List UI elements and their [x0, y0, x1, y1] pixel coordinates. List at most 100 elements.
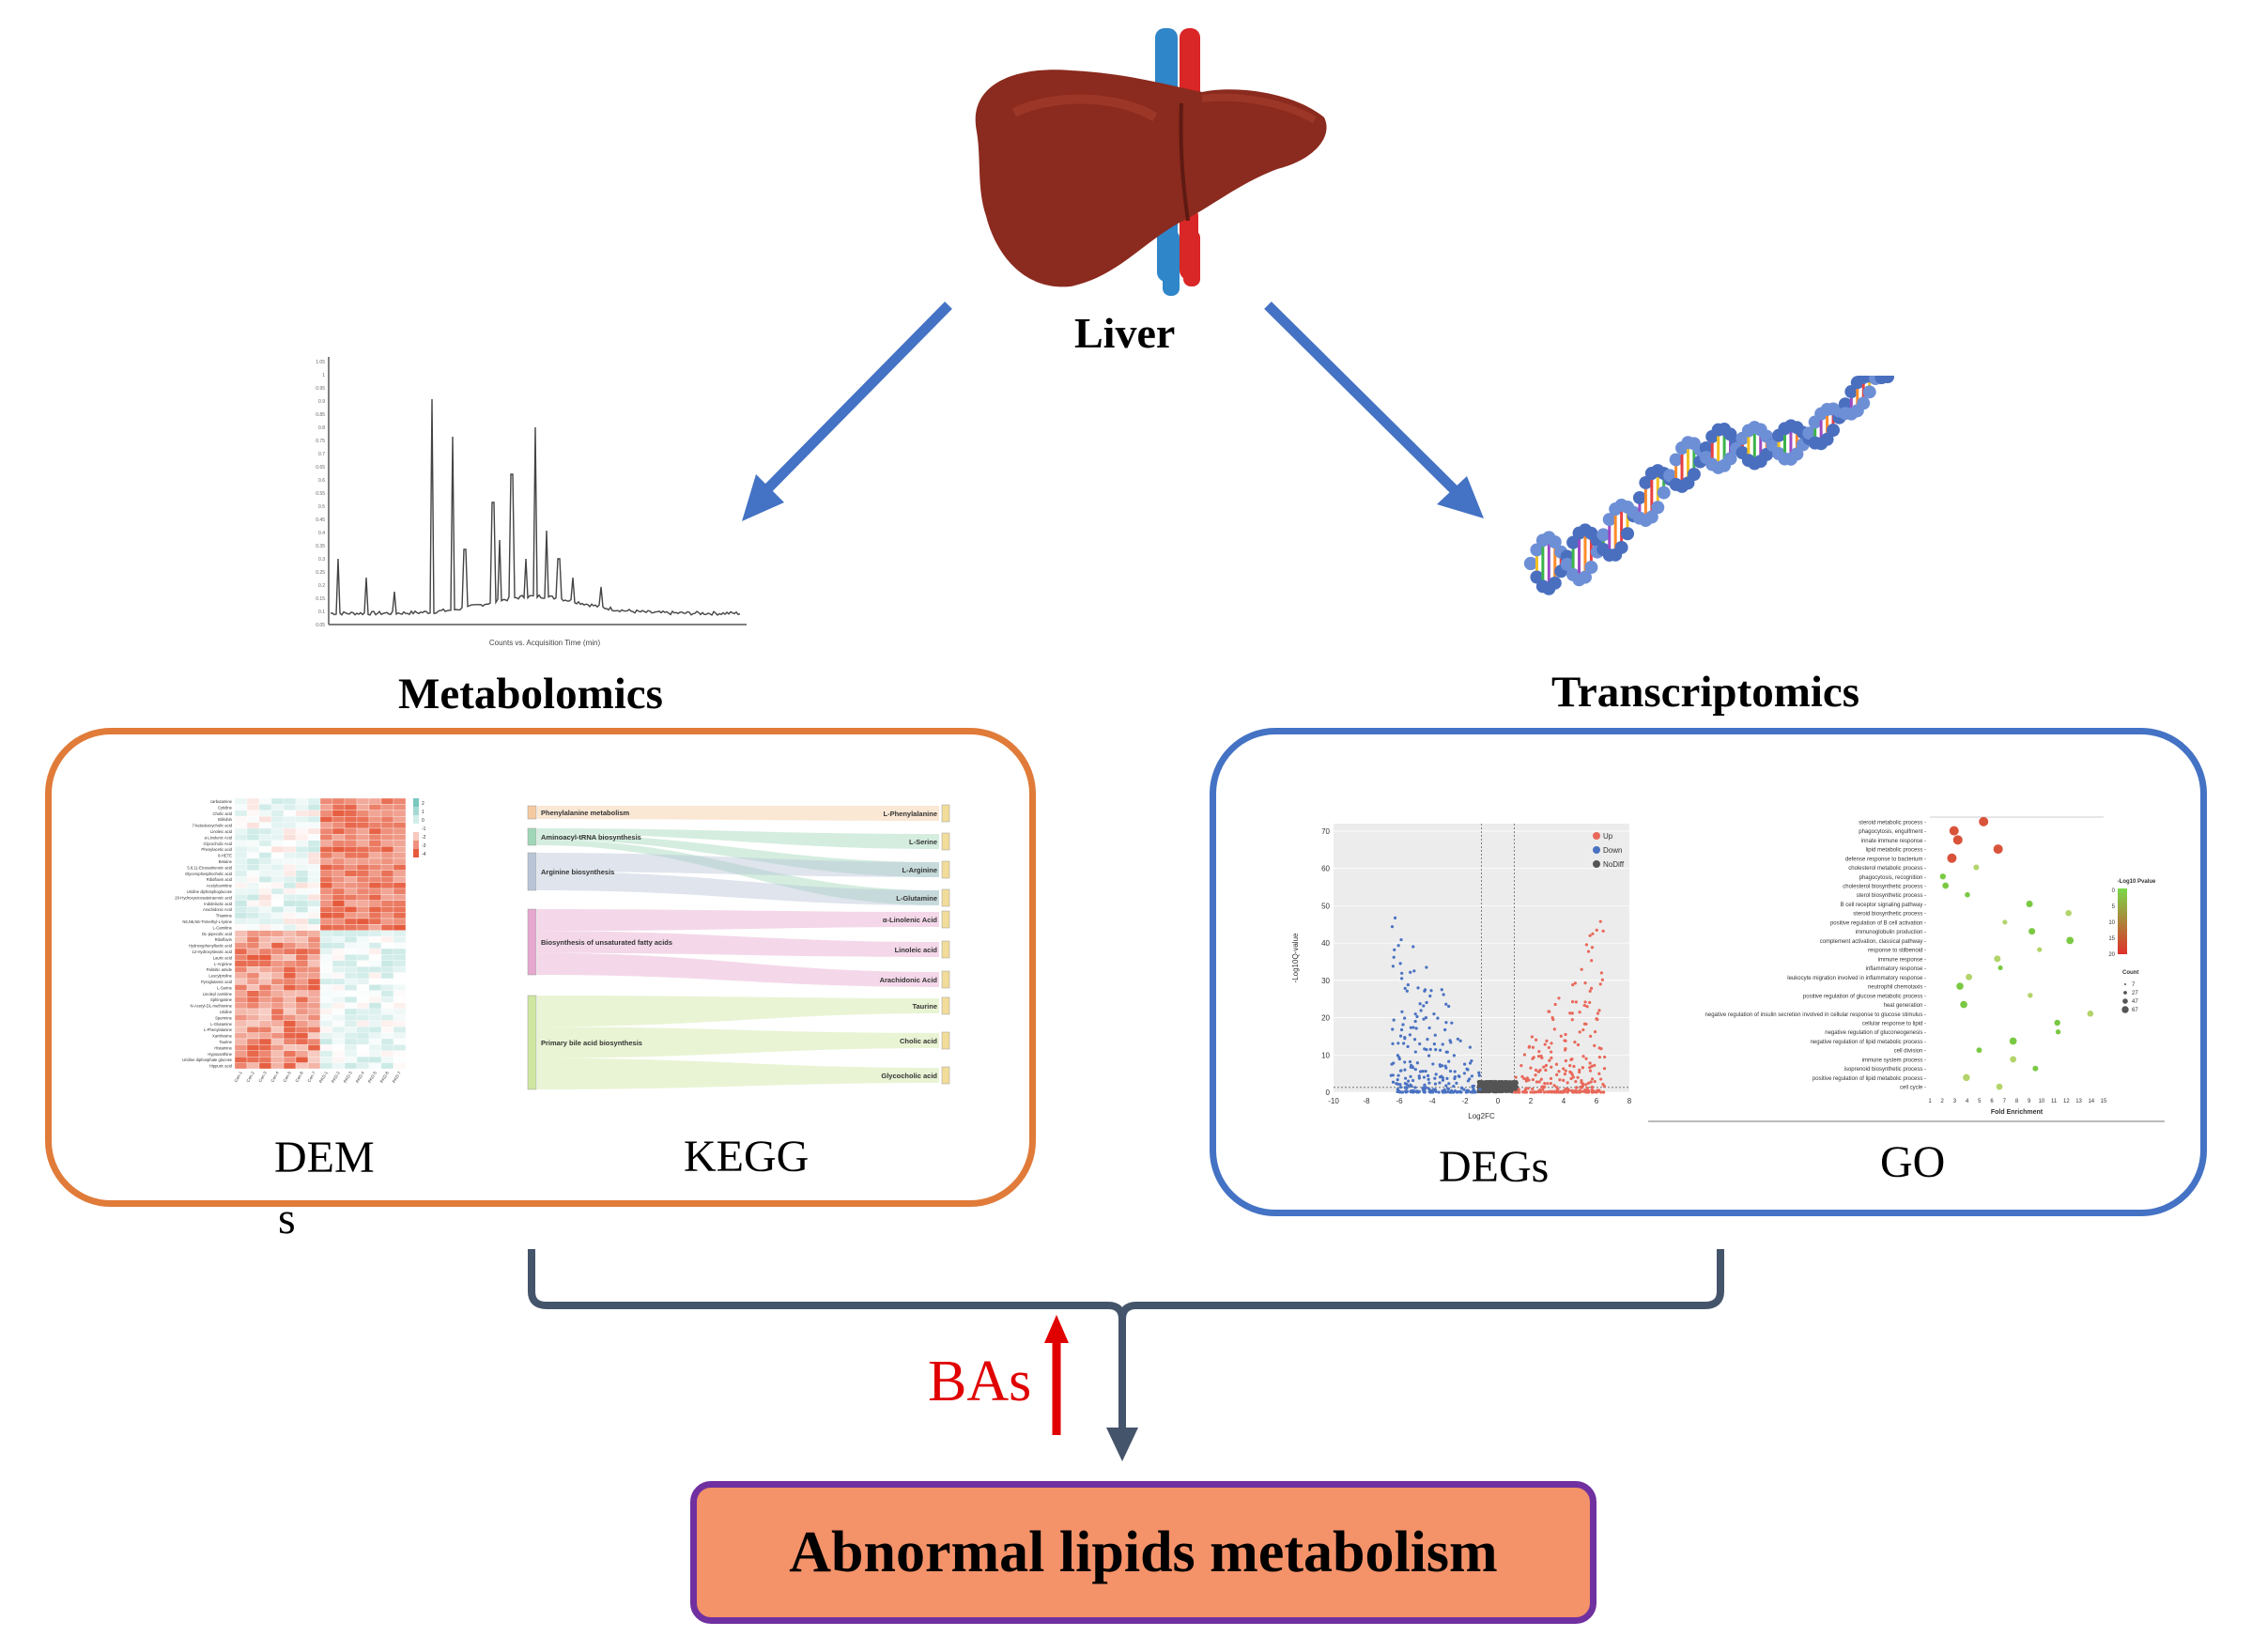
volcano-point-down — [1413, 1086, 1417, 1089]
heatmap-scale-swatch — [413, 849, 419, 857]
volcano-xtick: -2 — [1461, 1097, 1469, 1105]
heatmap-cell-bg — [381, 936, 393, 943]
heatmap-cell-bg — [320, 1050, 332, 1058]
kegg-flow — [537, 996, 939, 1027]
heatmap-cell-bg — [332, 1014, 345, 1021]
volcano-point-up — [1595, 928, 1598, 932]
heatmap-cell-bg — [332, 996, 345, 1003]
heatmap-cell-bg — [381, 1050, 393, 1058]
heatmap-cell-bg — [345, 949, 357, 955]
volcano-point-nodiff — [1480, 1083, 1483, 1087]
volcano-point-down — [1413, 1012, 1417, 1016]
heatmap-cell-bg — [259, 822, 271, 828]
volcano-point-up — [1591, 1088, 1595, 1093]
heatmap-col-label: PKD-5 — [367, 1071, 378, 1084]
volcano-point-nodiff — [1484, 1081, 1487, 1085]
volcano-point-down — [1442, 993, 1445, 996]
volcano-point-down — [1418, 1002, 1422, 1006]
volcano-point-down — [1427, 1026, 1431, 1030]
heatmap-row-label: Indolelactic acid — [204, 902, 232, 906]
kegg-metabolite-label: Arachidonic Acid — [880, 976, 938, 984]
volcano-point-down — [1468, 1061, 1473, 1065]
heatmap-cell-bg — [235, 858, 247, 865]
heatmap-cell-bg — [271, 870, 284, 877]
heatmap-cell-bg — [308, 822, 320, 828]
heatmap-cell-bg — [271, 924, 284, 931]
volcano-legend-label: Up — [1603, 832, 1613, 841]
heatmap-cell-bg — [332, 1050, 345, 1058]
volcano-point-up — [1596, 1011, 1600, 1015]
volcano-point-up — [1566, 1081, 1569, 1085]
volcano-point-down — [1452, 1084, 1456, 1088]
heatmap-cell-bg — [271, 1020, 284, 1027]
volcano-point-down — [1458, 1089, 1462, 1094]
heatmap-cell-bg — [284, 834, 296, 841]
heatmap-cell-bg — [235, 924, 247, 931]
volcano-point-down — [1441, 1078, 1445, 1082]
volcano-point-up — [1535, 1080, 1539, 1084]
volcano-point-down — [1391, 1042, 1395, 1045]
heatmap-cell-bg — [284, 906, 296, 913]
volcano-point-up — [1550, 1090, 1554, 1094]
volcano-point-down — [1409, 1026, 1412, 1029]
heatmap-row-label: DL-pipecolic acid — [202, 932, 233, 936]
volcano-point-up — [1539, 1090, 1543, 1094]
heatmap-cell-bg — [369, 1032, 381, 1039]
heatmap-cell-bg — [284, 919, 296, 925]
heatmap-row-label: Pyroglutamic acid — [201, 980, 233, 984]
heatmap-cell-bg — [247, 900, 259, 907]
heatmap-row-label: Riboflavin acid — [207, 877, 233, 882]
heatmap-cell-bg — [271, 858, 284, 865]
volcano-point-nodiff — [1502, 1090, 1504, 1093]
heatmap-cell-bg — [235, 888, 247, 895]
volcano-point-nodiff — [1504, 1080, 1508, 1083]
volcano-point-up — [1568, 1011, 1572, 1015]
volcano-point-up — [1581, 1082, 1585, 1086]
volcano-point-up — [1589, 1034, 1593, 1038]
heatmap-cell-bg — [332, 1044, 345, 1051]
go-legend-pvalue-tick: 20 — [2108, 952, 2115, 958]
volcano-point-up — [1569, 1058, 1573, 1061]
volcano-point-nodiff — [1512, 1084, 1515, 1087]
heatmap-row-label: L-Carnitine — [213, 925, 233, 930]
go-term-dot — [1956, 982, 1964, 990]
heatmap-cell-bg — [381, 984, 393, 991]
volcano-point-down — [1396, 944, 1400, 948]
volcano-point-nodiff — [1509, 1086, 1513, 1089]
heatmap-cell-bg — [320, 930, 332, 937]
go-xtick: 2 — [1941, 1099, 1945, 1104]
heatmap-cell-bg — [308, 912, 320, 919]
go-term-dot — [1976, 1047, 1982, 1054]
dem-label: DEM — [274, 1133, 375, 1182]
heatmap-cell-bg — [296, 828, 308, 835]
heatmap-cell-bg — [247, 906, 259, 913]
go-legend-pvalue-tick: 5 — [2112, 904, 2116, 910]
heatmap-cell-bg — [369, 1014, 381, 1021]
heatmap-cell-bg — [247, 966, 259, 973]
volcano-point-up — [1514, 1090, 1519, 1094]
volcano-point-up — [1570, 1000, 1575, 1004]
volcano-point-down — [1446, 1087, 1450, 1090]
volcano-point-down — [1451, 1090, 1456, 1094]
volcano-ytick: 70 — [1321, 827, 1330, 836]
heatmap-cell-bg — [235, 900, 247, 907]
heatmap-cell-bg — [381, 954, 393, 961]
heatmap-cell-bg — [308, 1020, 320, 1027]
volcano-point-down — [1455, 1081, 1458, 1085]
volcano-point-down — [1403, 1060, 1407, 1064]
heatmap-cell-bg — [332, 1027, 345, 1033]
heatmap-cell-bg — [320, 996, 332, 1003]
volcano-point-nodiff — [1493, 1085, 1497, 1088]
volcano-point-up — [1550, 1016, 1554, 1020]
volcano-point-nodiff — [1488, 1084, 1491, 1088]
volcano-point-nodiff — [1507, 1086, 1511, 1088]
heatmap-col-label: Con-4 — [270, 1071, 280, 1084]
heatmap-cell-bg — [235, 864, 247, 871]
heatmap-cell-bg — [235, 1027, 247, 1033]
heatmap-cell-bg — [308, 900, 320, 907]
heatmap-cell-bg — [320, 960, 332, 967]
volcano-point-up — [1514, 1075, 1518, 1079]
heatmap-cell-bg — [320, 1002, 332, 1009]
